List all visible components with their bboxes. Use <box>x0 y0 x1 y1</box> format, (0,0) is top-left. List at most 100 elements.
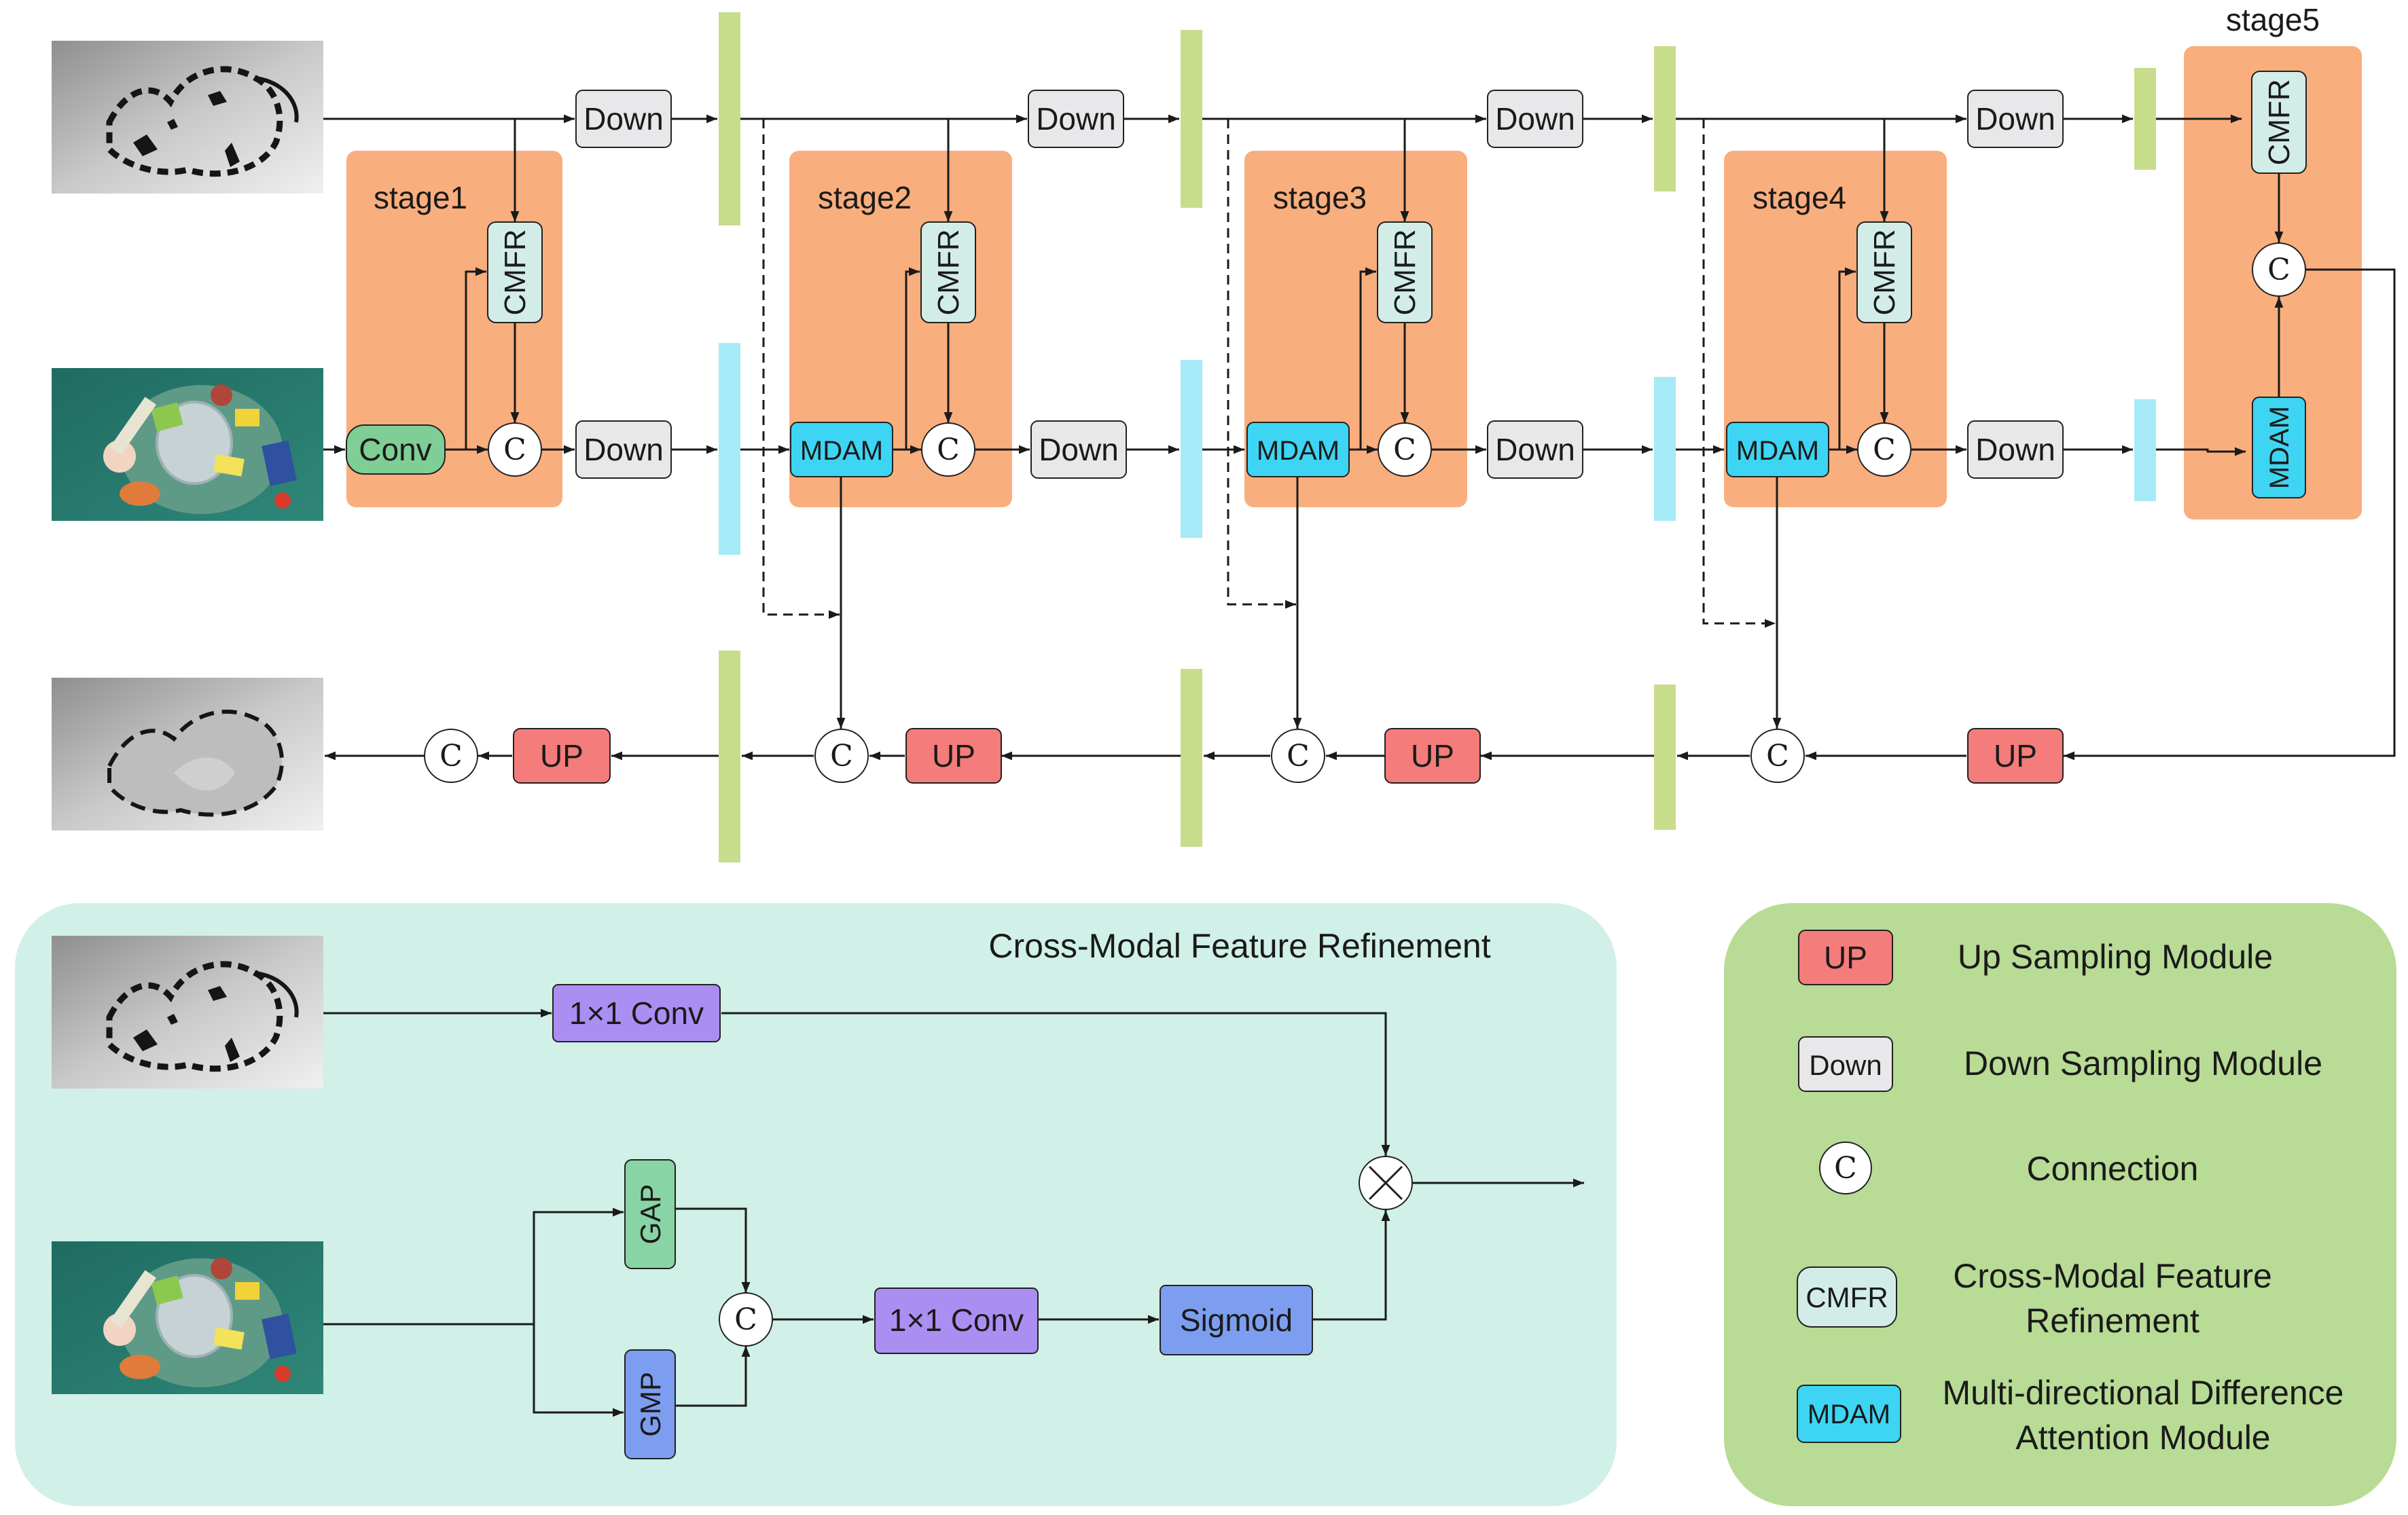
svg-text:GAP: GAP <box>634 1184 666 1245</box>
svg-text:Down: Down <box>1975 101 2055 136</box>
svg-text:C: C <box>1287 739 1310 773</box>
svg-text:MDAM: MDAM <box>1808 1400 1890 1429</box>
concat-node: C <box>1271 729 1325 783</box>
down-module: Down <box>1967 420 2064 479</box>
svg-text:UP: UP <box>1994 738 2037 773</box>
svg-text:Conv: Conv <box>359 432 431 467</box>
svg-text:GMP: GMP <box>634 1372 666 1437</box>
svg-text:MDAM: MDAM <box>800 436 883 466</box>
gap-module: GAP <box>624 1159 676 1269</box>
svg-text:MDAM: MDAM <box>1736 436 1819 466</box>
depth-image-top <box>52 41 323 194</box>
up-module: UP <box>1967 728 2064 784</box>
down-module: Down <box>1487 90 1583 148</box>
svg-text:C: C <box>2267 253 2290 287</box>
rgb-feature-bar-4 <box>2134 399 2156 501</box>
cmfr-module: CMFR <box>1377 221 1433 323</box>
down-module: Down <box>575 90 672 148</box>
cmfr-module: CMFR <box>2251 71 2307 174</box>
cmfr-module: CMFR <box>487 221 543 323</box>
legend-item-up: UP Up Sampling Module <box>1798 930 2273 985</box>
mdam-module: MDAM <box>1246 422 1350 477</box>
down-module: Down <box>575 420 672 479</box>
depth-feature-bar-2 <box>1181 30 1202 208</box>
svg-text:1×1 Conv: 1×1 Conv <box>569 996 704 1031</box>
sigmoid-module: Sigmoid <box>1160 1285 1313 1355</box>
refinement-depth-image <box>52 936 323 1089</box>
rgb-feature-bar-2 <box>1181 360 1202 538</box>
down-module: Down <box>1028 90 1124 148</box>
concat-node: C <box>814 729 869 783</box>
svg-text:Sigmoid: Sigmoid <box>1180 1302 1293 1338</box>
svg-text:Up Sampling Module: Up Sampling Module <box>1958 938 2273 976</box>
stage-5-label: stage5 <box>2226 2 2320 37</box>
rgb-feature-bar-1 <box>719 343 740 555</box>
refinement-connections <box>323 1008 1584 1417</box>
svg-text:UP: UP <box>1411 738 1454 773</box>
up-module: UP <box>905 728 1002 784</box>
cmfr-module: CMFR <box>1856 221 1912 323</box>
svg-text:UP: UP <box>932 738 975 773</box>
svg-text:C: C <box>1873 433 1896 467</box>
connections <box>323 114 2396 761</box>
svg-text:UP: UP <box>540 738 583 773</box>
stage-1-label: stage1 <box>374 180 467 215</box>
feature-bars <box>719 12 2156 862</box>
svg-text:CMFR: CMFR <box>932 229 965 315</box>
svg-text:Down: Down <box>1495 432 1575 467</box>
svg-text:C: C <box>830 739 853 773</box>
svg-text:C: C <box>1393 433 1416 467</box>
svg-text:CMFR: CMFR <box>499 229 532 315</box>
svg-text:Down: Down <box>1039 432 1119 467</box>
gmp-module: GMP <box>624 1349 676 1459</box>
svg-text:1×1 Conv: 1×1 Conv <box>889 1302 1024 1338</box>
svg-text:C: C <box>439 739 463 773</box>
svg-text:MDAM: MDAM <box>1257 436 1340 466</box>
rgb-image-top <box>50 367 325 522</box>
svg-text:CMFR: CMFR <box>1868 229 1901 315</box>
concat-node: C <box>921 422 975 477</box>
refinement-title: Cross-Modal Feature Refinement <box>988 927 1490 965</box>
svg-text:UP: UP <box>1824 940 1867 975</box>
up-module: UP <box>513 728 611 784</box>
mdam-module: MDAM <box>1726 422 1829 477</box>
refinement-rgb-image <box>50 1240 325 1395</box>
mdam-module: MDAM <box>790 422 893 477</box>
svg-text:Down: Down <box>1975 432 2055 467</box>
legend-item-mdam: MDAM Multi-directional Difference Attent… <box>1797 1374 2344 1457</box>
legend-item-down: Down Down Sampling Module <box>1798 1036 2322 1092</box>
svg-text:Cross-Modal Feature: Cross-Modal Feature <box>1953 1257 2272 1295</box>
svg-text:C: C <box>1766 739 1789 773</box>
svg-text:Down: Down <box>583 432 664 467</box>
stage-4-label: stage4 <box>1753 180 1846 215</box>
svg-text:CMFR: CMFR <box>1805 1281 1888 1313</box>
stage-2-label: stage2 <box>818 180 912 215</box>
svg-text:Down: Down <box>1036 101 1116 136</box>
mdam-module: MDAM <box>2252 397 2306 498</box>
svg-text:Down: Down <box>1495 101 1575 136</box>
svg-text:C: C <box>1834 1151 1857 1186</box>
depth-feature-bar-4 <box>2134 68 2156 170</box>
stage-3-label: stage3 <box>1273 180 1367 215</box>
svg-text:Refinement: Refinement <box>2026 1302 2199 1340</box>
depth-feature-bar-3 <box>1654 46 1676 191</box>
svg-text:MDAM: MDAM <box>2265 406 2295 489</box>
multiply-icon <box>1359 1156 1413 1210</box>
svg-text:CMFR: CMFR <box>1388 229 1422 315</box>
decoder-feature-bar-2 <box>1181 669 1202 847</box>
output-depth-image <box>52 678 323 830</box>
svg-text:Connection: Connection <box>2027 1150 2199 1188</box>
down-module: Down <box>1030 420 1127 479</box>
refinement-conv-bottom: 1×1 Conv <box>874 1288 1039 1354</box>
refinement-concat-node: C <box>719 1292 773 1347</box>
cmfr-module: CMFR <box>920 221 976 323</box>
up-module: UP <box>1384 728 1481 784</box>
svg-text:Down: Down <box>1809 1049 1882 1081</box>
svg-text:CMFR: CMFR <box>2263 79 2296 165</box>
svg-text:C: C <box>734 1302 757 1337</box>
decoder-feature-bar-3 <box>1654 685 1676 830</box>
rgb-feature-bar-3 <box>1654 377 1676 521</box>
svg-text:Attention Module: Attention Module <box>2015 1419 2270 1457</box>
svg-text:C: C <box>937 433 960 467</box>
